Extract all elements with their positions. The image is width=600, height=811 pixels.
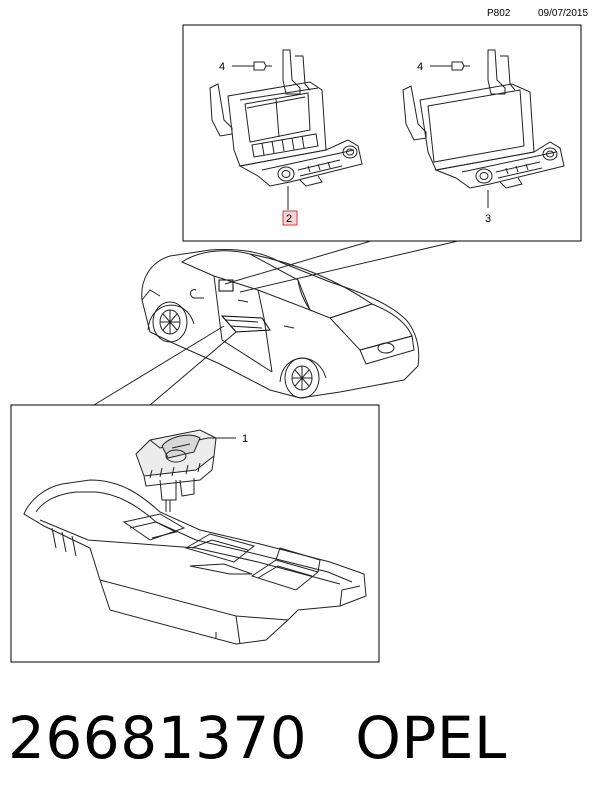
- leader-bottom-left: [93, 325, 225, 406]
- callout-console-switch: 1: [242, 433, 248, 445]
- callout-fastener-right: 4: [417, 61, 423, 73]
- callout-highlight-box: [282, 210, 298, 226]
- callout-radio-unit-a: 2: [286, 213, 292, 225]
- callout-radio-unit-b: 3: [485, 213, 491, 225]
- page-code: P802: [487, 8, 511, 19]
- top-detail-frame: [182, 24, 582, 242]
- leader-bottom-right: [149, 331, 237, 406]
- bottom-detail-frame: [10, 404, 380, 663]
- fastener-left-drawing: [232, 61, 272, 71]
- footer: 26681370 OPEL: [8, 704, 507, 772]
- radio-unit-right-drawing: [402, 49, 565, 208]
- page-date: 09/07/2015: [538, 8, 589, 19]
- fastener-right-drawing: [430, 61, 470, 71]
- center-console-drawing: [23, 479, 367, 645]
- callout-fastener-left: 4: [219, 61, 225, 73]
- vehicle-drawing: [141, 249, 420, 399]
- console-switch-drawing: [135, 429, 236, 512]
- part-number: 26681370: [8, 704, 308, 772]
- brand-name: OPEL: [355, 704, 507, 772]
- radio-unit-left-drawing: [209, 49, 363, 210]
- leader-top-left: [224, 240, 372, 285]
- leader-top-right: [239, 240, 459, 293]
